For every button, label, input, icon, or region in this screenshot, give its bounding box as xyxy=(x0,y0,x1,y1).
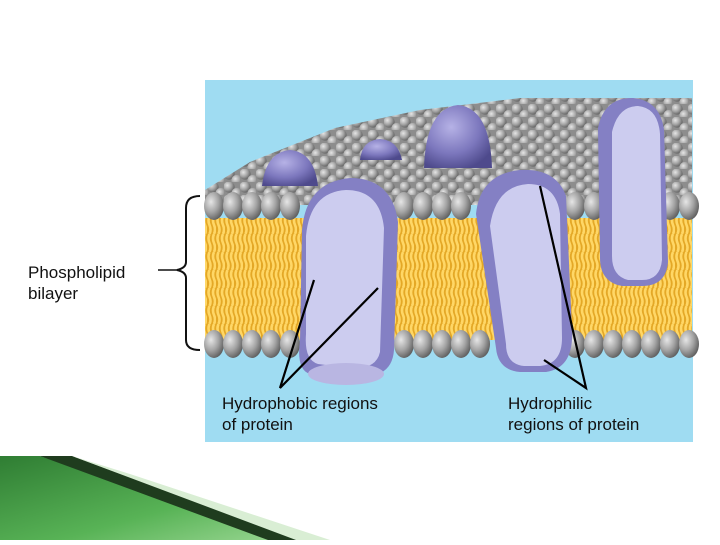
lipid-head xyxy=(223,330,243,358)
hydrophobic-regions-label: Hydrophobic regions of protein xyxy=(222,393,378,435)
hydrophilic-leader-lines xyxy=(538,185,588,391)
lipid-head xyxy=(223,192,243,220)
lipid-head xyxy=(470,330,490,358)
lipid-head xyxy=(641,330,661,358)
lipid-head xyxy=(660,330,680,358)
label-line: Hydrophilic xyxy=(508,394,593,413)
surface-protein-dome xyxy=(424,105,492,168)
label-line: of protein xyxy=(222,415,293,434)
label-line: Hydrophobic regions xyxy=(222,394,378,413)
lipid-head xyxy=(432,330,452,358)
bilayer-bracket xyxy=(176,195,201,351)
surface-protein-dome xyxy=(360,139,402,160)
lipid-head xyxy=(565,192,585,220)
lipid-head xyxy=(451,192,471,220)
label-line: Phospholipid xyxy=(28,263,126,282)
lipid-head xyxy=(432,192,452,220)
upper-head-row xyxy=(204,192,699,220)
lipid-head xyxy=(261,330,281,358)
hydrophilic-regions-label: Hydrophilic regions of protein xyxy=(508,393,639,435)
lipid-head xyxy=(242,192,262,220)
lipid-head xyxy=(603,330,623,358)
lipid-head xyxy=(679,192,699,220)
lipid-head xyxy=(242,330,262,358)
lipid-head xyxy=(280,192,300,220)
label-line: bilayer xyxy=(28,284,79,303)
lipid-head xyxy=(451,330,471,358)
lipid-head xyxy=(679,330,699,358)
lipid-head xyxy=(204,330,224,358)
transmembrane-protein-left xyxy=(299,178,398,385)
lipid-head xyxy=(261,192,281,220)
corner-decoration xyxy=(0,456,330,540)
transmembrane-protein-right xyxy=(598,98,668,286)
lipid-head xyxy=(413,192,433,220)
lipid-head xyxy=(584,330,604,358)
lipid-head xyxy=(622,330,642,358)
lipid-head xyxy=(584,192,604,220)
phospholipid-bilayer-label: Phospholipid bilayer xyxy=(28,262,125,304)
hydrophobic-leader-lines xyxy=(278,279,379,389)
surface-protein-dome xyxy=(262,150,318,186)
lipid-head xyxy=(413,330,433,358)
lipid-head xyxy=(394,330,414,358)
lipid-head xyxy=(204,192,224,220)
label-line: regions of protein xyxy=(508,415,640,434)
lipid-head xyxy=(394,192,414,220)
